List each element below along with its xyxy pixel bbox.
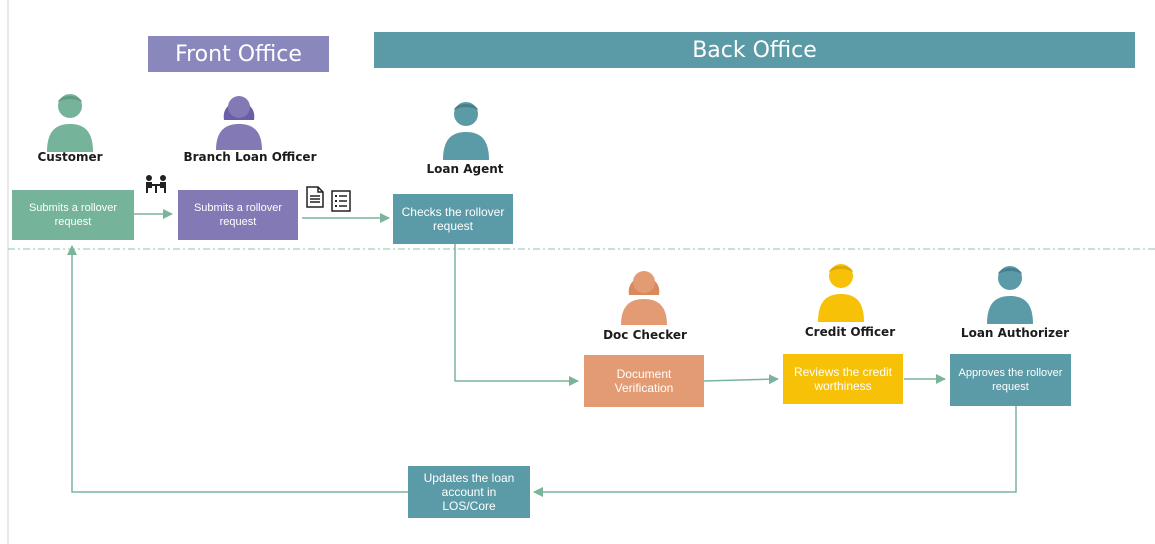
step-authorizer-approve: Approves the rollover request [950, 354, 1071, 406]
credit-officer-person-icon [818, 264, 864, 322]
step-officer-submit: Submits a rollover request [178, 190, 298, 240]
role-branch-loan-officer: Branch Loan Officer [183, 150, 317, 164]
role-loan-agent: Loan Agent [426, 162, 504, 176]
meeting-icon [146, 175, 166, 193]
branch-officer-person-icon [216, 96, 262, 150]
loan-authorizer-person-icon [987, 266, 1033, 324]
step-agent-check: Checks the rollover request [393, 194, 513, 244]
role-customer: Customer [37, 150, 103, 164]
back-office-header: Back Office [374, 32, 1135, 68]
role-credit-officer: Credit Officer [804, 325, 896, 339]
step-customer-submit: Submits a rollover request [12, 190, 134, 240]
step-doc-verification: Document Verification [584, 355, 704, 407]
role-loan-authorizer: Loan Authorizer [960, 326, 1070, 340]
arrow-authorizer-to-update [533, 406, 1017, 497]
step-credit-review: Reviews the credit worthiness [783, 354, 903, 404]
front-office-header: Front Office [148, 36, 329, 72]
step-update-account: Updates the loan account in LOS/Core [408, 466, 530, 518]
role-doc-checker: Doc Checker [603, 328, 687, 342]
arrow-doc-to-credit [703, 374, 779, 385]
checklist-icon [331, 190, 351, 212]
customer-person-icon [47, 94, 93, 152]
doc-checker-person-icon [621, 271, 667, 325]
document-icon [306, 186, 324, 208]
loan-agent-person-icon [443, 102, 489, 160]
arrow-agent-to-doc [454, 244, 579, 386]
arrow-update-to-customer [67, 245, 408, 493]
